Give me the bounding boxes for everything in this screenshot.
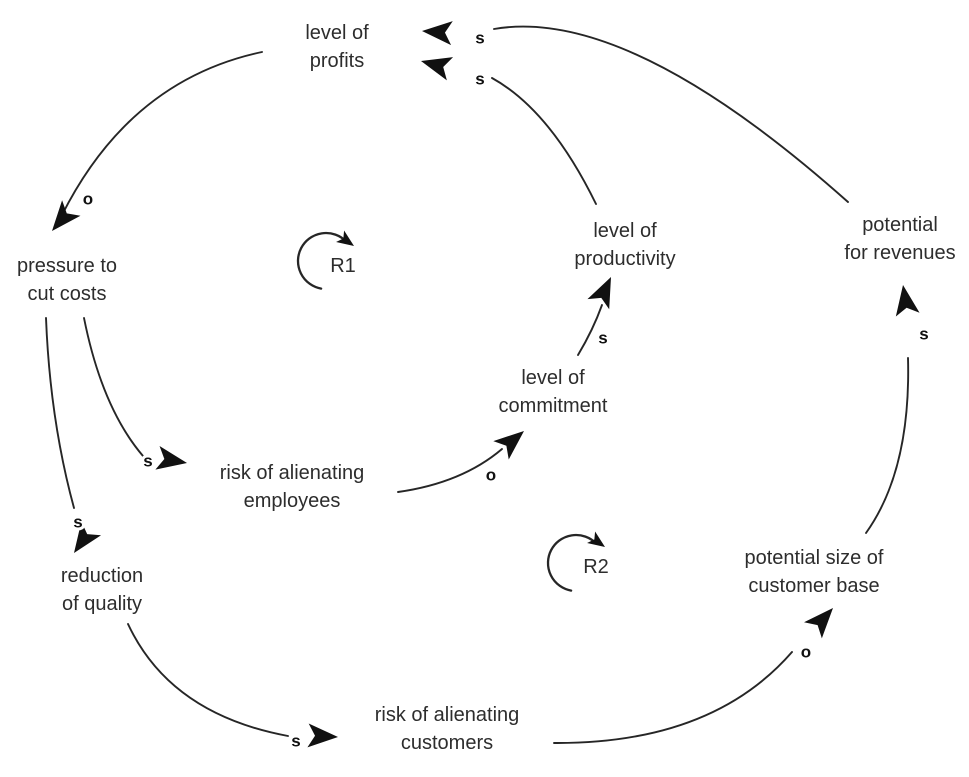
node-revenues-line-0: potential [862, 214, 938, 236]
link-curve-pressure-to-quality [45, 317, 75, 509]
arrowhead-icon-commitment-to-productivity [587, 277, 611, 310]
polarity-label-base-to-revenues: s [919, 325, 928, 344]
node-pressure-line-0: pressure to [17, 255, 117, 277]
node-productivity-line-0: level of [593, 220, 657, 242]
polarity-label-pressure-to-employees: s [143, 452, 152, 471]
loop-label-R2: R2 [583, 556, 609, 578]
arrowhead-icon-customers-to-base [804, 608, 833, 639]
arrowhead-icon-employees-to-commitment [493, 431, 524, 460]
node-employees-line-0: risk of alienating [220, 462, 365, 484]
link-curve-quality-to-customers [127, 623, 289, 737]
node-pressure: pressure to cut costs [17, 255, 117, 305]
link-curve-customers-to-base [553, 651, 793, 744]
node-customers-line-1: customers [401, 732, 493, 754]
polarity-label-revenues-to-profits: s [475, 29, 484, 48]
node-customers-line-0: risk of alienating [375, 704, 520, 726]
node-profits: level of profits [305, 22, 369, 72]
node-commitment: level of commitment [499, 367, 608, 417]
polarity-label-employees-to-commitment: o [486, 466, 496, 485]
node-customers: risk of alienating customers [375, 704, 520, 754]
link-curve-revenues-to-profits [493, 25, 849, 203]
node-employees: risk of alienating employees [220, 462, 365, 512]
link-curve-pressure-to-employees [83, 317, 144, 457]
link-curve-employees-to-commitment [397, 448, 503, 493]
loop-arrowhead-icon-R1 [336, 230, 354, 246]
loop-arrow-circle-R2 [546, 533, 597, 592]
polarity-label-quality-to-customers: s [291, 732, 300, 751]
node-quality: reduction of quality [61, 565, 143, 615]
link-curve-commitment-to-productivity [577, 304, 603, 356]
node-revenues-line-1: for revenues [844, 242, 955, 264]
node-commitment-line-0: level of [521, 367, 585, 389]
node-employees-line-1: employees [244, 490, 341, 512]
link-curve-profits-to-pressure [61, 51, 263, 216]
node-productivity: level of productivity [574, 220, 675, 270]
node-revenues: potential for revenues [844, 214, 955, 264]
node-productivity-line-1: productivity [574, 248, 675, 270]
node-quality-line-1: of quality [62, 593, 142, 615]
node-base-line-0: potential size of [745, 547, 884, 569]
loop-arrowhead-icon-R2 [587, 531, 605, 547]
loop-label-R1: R1 [330, 255, 356, 277]
node-commitment-line-1: commitment [499, 395, 608, 417]
polarity-label-customers-to-base: o [801, 643, 811, 662]
link-curve-productivity-to-profits [491, 77, 597, 205]
arrowhead-icon-profits-to-pressure [52, 200, 81, 231]
link-curve-base-to-revenues [865, 357, 910, 534]
polarity-label-productivity-to-profits: s [475, 70, 484, 89]
arrowhead-icon-revenues-to-profits [422, 21, 453, 46]
polarity-label-pressure-to-quality: s [73, 513, 82, 532]
arrowhead-icon-pressure-to-quality [74, 521, 102, 553]
loop-arrow-circle-R1 [296, 231, 347, 290]
node-pressure-line-1: cut costs [28, 283, 107, 305]
node-quality-line-0: reduction [61, 565, 143, 587]
arrowhead-icon-pressure-to-employees [155, 445, 187, 470]
polarity-label-profits-to-pressure: o [83, 190, 93, 209]
arrowhead-icon-base-to-revenues [895, 285, 920, 317]
arrowhead-icon-quality-to-customers [307, 723, 338, 748]
node-base: potential size of customer base [745, 547, 884, 597]
node-profits-line-0: level of [305, 22, 369, 44]
node-base-line-1: customer base [748, 575, 879, 597]
arrowhead-icon-productivity-to-profits [421, 57, 454, 81]
polarity-label-commitment-to-productivity: s [598, 329, 607, 348]
node-profits-line-1: profits [310, 50, 364, 72]
